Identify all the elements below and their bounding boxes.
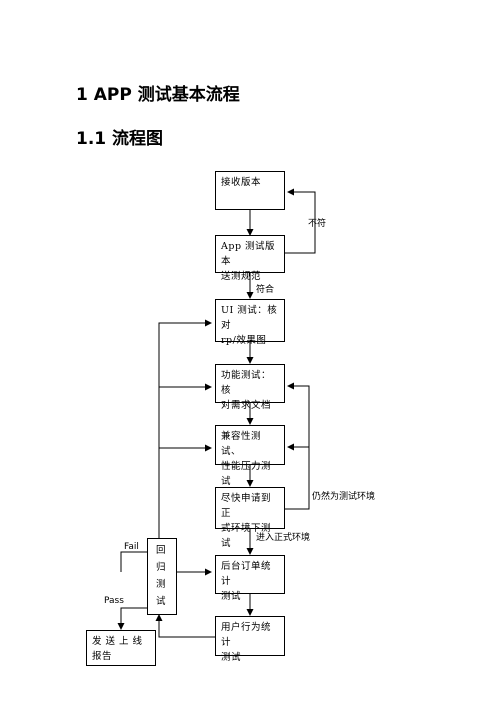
box-text: 用户行为统计 (221, 622, 272, 648)
box-text: 归 (156, 562, 167, 573)
box-text: 发 送 上 线 (92, 636, 143, 647)
fail-line (120, 551, 147, 572)
box-text: 尽快申请到正 (221, 493, 272, 519)
label-pass: Pass (104, 596, 124, 606)
box-backend-order-stats: 后台订单统计 测试 (215, 555, 285, 602)
box-compat-test: 兼容性测试、 性能压力测试 (215, 425, 285, 487)
box-text: 回 (156, 545, 167, 556)
box-release-report: 发 送 上 线 报告 (86, 630, 156, 666)
box-text: 接收版本 (221, 177, 262, 188)
box-text: 报告 (92, 651, 113, 662)
box-text: 测试 (221, 591, 242, 602)
box-text: 测试 (221, 652, 242, 663)
box-text: 性能压力测试 (221, 461, 272, 487)
label-not-match: 不符 (308, 219, 327, 229)
box-function-test: 功能测试：核 对需求文档 (215, 364, 285, 411)
box-text: UI 测试：核对 (221, 305, 278, 331)
subsection-title: 1.1 流程图 (76, 129, 164, 149)
box-text: 式环境下测试 (221, 523, 272, 549)
box-receive-version: 接收版本 (215, 171, 285, 210)
box-text: rp/效果图 (221, 335, 267, 346)
label-match: 符合 (256, 285, 275, 295)
box-text: 对需求文档 (221, 400, 272, 411)
box-app-test-version: App 测试版本 送测规范 (215, 235, 285, 282)
box-apply-production: 尽快申请到正 式环境下测试 (215, 487, 285, 549)
label-enter-production: 进入正式环境 (256, 533, 311, 543)
label-fail: Fail (124, 542, 139, 552)
box-text: 送测规范 (221, 271, 262, 282)
box-text: 后台订单统计 (221, 561, 272, 587)
box-text: 兼容性测试、 (221, 431, 262, 457)
box-text: App 测试版本 (221, 241, 276, 267)
section-title: 1 APP 测试基本流程 (76, 85, 240, 105)
box-user-behavior-stats: 用户行为统计 测试 (215, 616, 285, 663)
box-ui-test: UI 测试：核对 rp/效果图 (215, 299, 285, 346)
pass-line (117, 607, 147, 630)
box-regression-test: 回 归 测 试 (147, 538, 177, 615)
box-text: 功能测试：核 (221, 370, 272, 396)
box-text: 试 (156, 596, 167, 607)
loop-not-match (285, 188, 316, 254)
label-still-test-env: 仍然为测试环境 (312, 492, 376, 502)
box-text: 测 (156, 579, 167, 590)
arrow-regression-to-ui (158, 319, 212, 538)
